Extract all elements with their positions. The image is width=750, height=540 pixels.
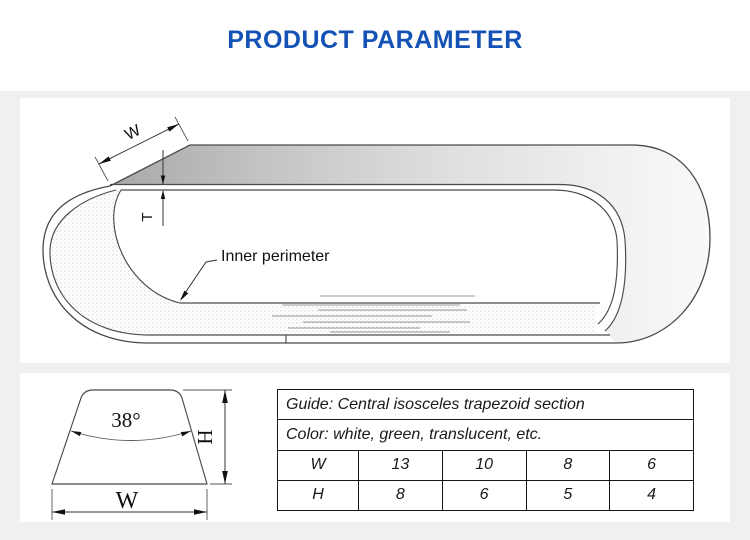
width-label: W <box>116 488 139 514</box>
page-title: PRODUCT PARAMETER <box>227 26 523 54</box>
table-cell: 4 <box>609 480 693 510</box>
belt-thickness-label: T <box>139 212 156 221</box>
table-row-guide: Guide: Central isosceles trapezoid secti… <box>286 395 585 413</box>
section-panel: 38° H W Guide: Centra <box>20 373 730 522</box>
angle-dimension: 38° <box>70 408 192 441</box>
belt-diagram: W T Inner perimeter <box>42 116 711 344</box>
inner-perimeter-callout: Inner perimeter <box>180 248 330 301</box>
table-cell: 6 <box>609 450 693 480</box>
table-row-height: H 8 6 5 4 <box>278 479 693 510</box>
spec-table: Guide: Central isosceles trapezoid secti… <box>277 389 694 511</box>
belt-outer-outline <box>42 144 711 344</box>
trapezoid-outline <box>51 389 208 485</box>
table-cell-h-label: H <box>312 486 324 504</box>
belt-surface-hatch-lines <box>272 295 475 333</box>
belt-second-outline <box>49 189 610 336</box>
inner-perimeter-label: Inner perimeter <box>221 248 330 265</box>
table-cell: 13 <box>358 450 442 480</box>
belt-thickness-dimension: T <box>139 150 166 226</box>
height-dimension: H <box>183 389 232 485</box>
belt-top-face-front-edge <box>110 183 627 332</box>
table-cell: 8 <box>525 450 610 480</box>
table-row-color: Color: white, green, translucent, etc. <box>278 419 693 449</box>
belt-inner-surface-stipple <box>49 190 596 335</box>
belt-opening-top-edge <box>121 189 618 325</box>
table-cell-w-label: W <box>310 456 326 474</box>
belt-width-label: W <box>122 122 144 144</box>
table-cell: 6 <box>441 480 526 510</box>
table-cell: 8 <box>358 480 442 510</box>
belt-inner-perimeter-curve <box>113 189 181 304</box>
belt-diagram-panel: W T Inner perimeter <box>20 98 730 363</box>
height-label: H <box>193 429 217 444</box>
table-cell: 5 <box>525 480 610 510</box>
belt-top-face <box>110 145 710 343</box>
table-cell: 10 <box>441 450 526 480</box>
width-dimension: W <box>51 488 208 520</box>
trapezoid-section-diagram: 38° H W <box>51 389 232 520</box>
table-row-width: W 13 10 8 6 <box>278 449 693 480</box>
angle-label: 38° <box>111 408 140 432</box>
